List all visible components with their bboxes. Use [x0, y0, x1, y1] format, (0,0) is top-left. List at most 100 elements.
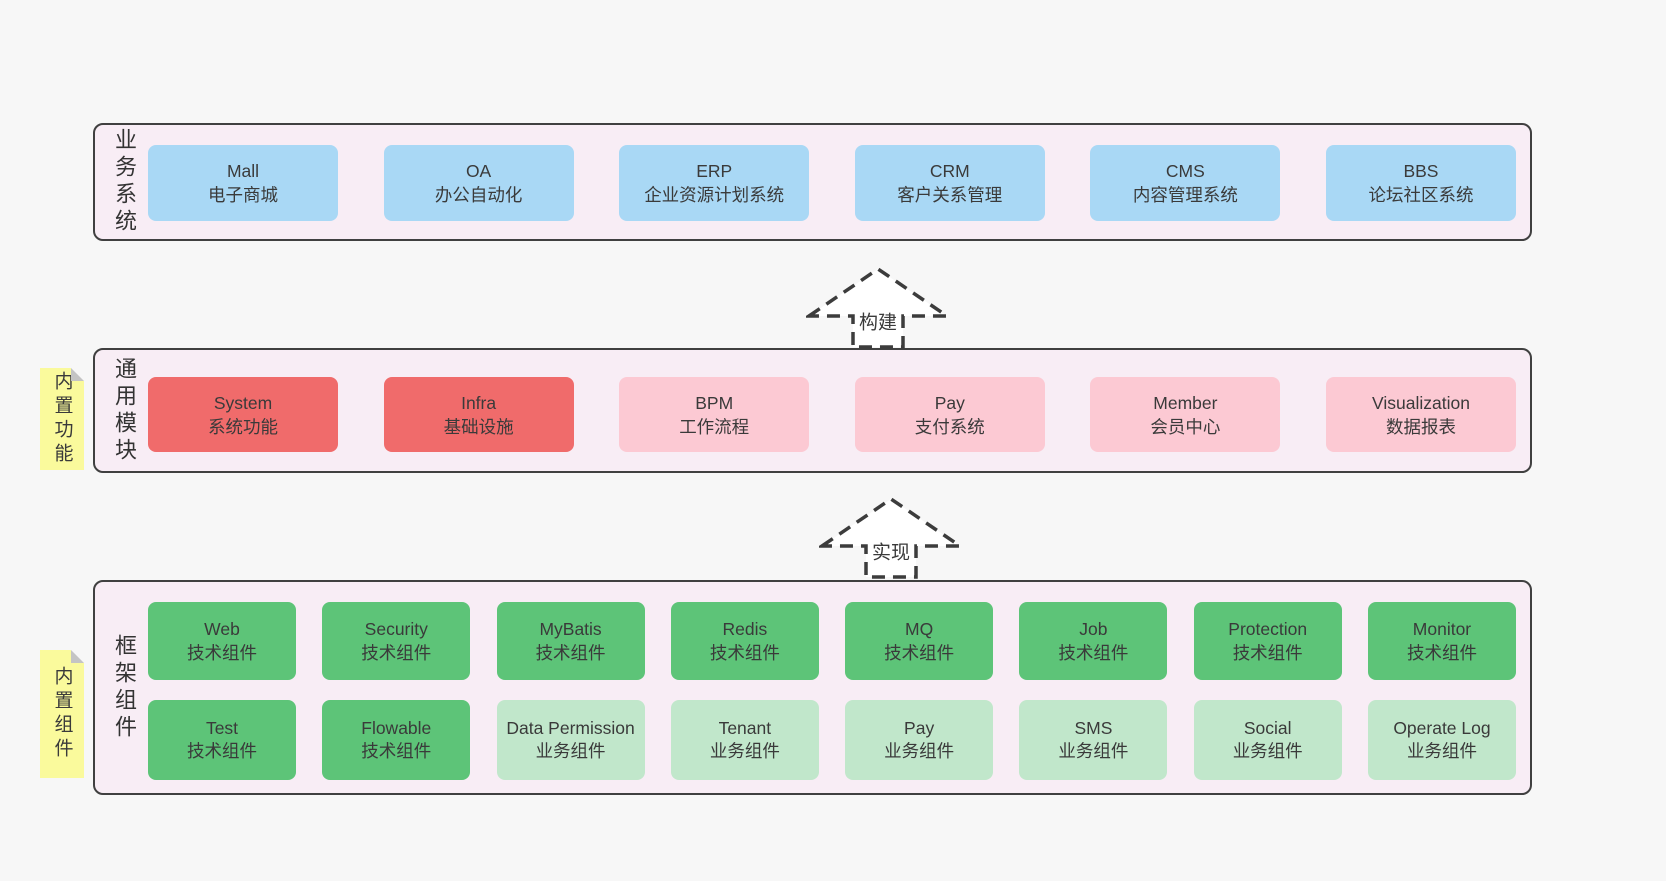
- arrow-implement-label: 实现: [868, 536, 914, 566]
- box-sms-title: SMS: [1074, 718, 1113, 738]
- box-flowable-subtitle: 技术组件: [361, 741, 432, 761]
- box-redis-title: Redis: [722, 619, 768, 639]
- box-erp: ERP 企业资源计划系统: [619, 145, 810, 221]
- box-flowable-title: Flowable: [361, 718, 432, 738]
- box-monitor: Monitor 技术组件: [1367, 602, 1516, 680]
- framework-components-row-2: Test 技术组件 Flowable 技术组件 Data Permission …: [148, 700, 1516, 780]
- box-data-permission-title: Data Permission: [506, 718, 635, 738]
- box-crm-subtitle: 客户关系管理: [897, 185, 1003, 205]
- box-bbs-title: BBS: [1403, 161, 1439, 181]
- box-monitor-subtitle: 技术组件: [1406, 643, 1477, 663]
- box-sms: SMS 业务组件: [1019, 700, 1168, 780]
- box-erp-title: ERP: [696, 161, 733, 181]
- box-cms: CMS 内容管理系统: [1090, 145, 1281, 221]
- box-monitor-title: Monitor: [1412, 619, 1472, 639]
- box-social-subtitle: 业务组件: [1232, 741, 1303, 761]
- box-oa: OA 办公自动化: [383, 145, 574, 221]
- layer-common-modules: 通用模块 System 系统功能 Infra 基础设施 BPM 工作流程 Pay…: [93, 348, 1532, 473]
- box-pay-component-title: Pay: [904, 718, 935, 738]
- box-web: Web 技术组件: [148, 602, 296, 680]
- box-infra-subtitle: 基础设施: [443, 416, 514, 437]
- box-pay-component-subtitle: 业务组件: [884, 741, 955, 761]
- box-web-title: Web: [204, 619, 240, 639]
- box-bpm-title: BPM: [695, 392, 734, 413]
- box-oa-subtitle: 办公自动化: [434, 185, 523, 205]
- box-system: System 系统功能: [148, 377, 338, 452]
- box-security-subtitle: 技术组件: [361, 643, 432, 663]
- box-protection-title: Protection: [1228, 619, 1308, 639]
- box-mq: MQ 技术组件: [845, 602, 994, 680]
- box-mybatis-subtitle: 技术组件: [535, 643, 606, 663]
- box-bpm: BPM 工作流程: [619, 377, 810, 452]
- box-operate-log: Operate Log 业务组件: [1367, 700, 1516, 780]
- box-sms-subtitle: 业务组件: [1058, 741, 1129, 761]
- box-security: Security 技术组件: [322, 602, 471, 680]
- box-member-subtitle: 会员中心: [1150, 416, 1221, 437]
- box-job: Job 技术组件: [1019, 602, 1168, 680]
- box-system-subtitle: 系统功能: [208, 416, 278, 437]
- box-job-subtitle: 技术组件: [1058, 643, 1129, 663]
- box-pay-module-title: Pay: [934, 392, 965, 413]
- box-bbs-subtitle: 论坛社区系统: [1368, 185, 1474, 205]
- box-redis: Redis 技术组件: [670, 602, 819, 680]
- box-tenant: Tenant 业务组件: [670, 700, 819, 780]
- box-mq-title: MQ: [905, 619, 934, 639]
- box-pay-module: Pay 支付系统: [854, 377, 1045, 452]
- box-system-title: System: [213, 392, 273, 413]
- box-member: Member 会员中心: [1090, 377, 1281, 452]
- box-mall-subtitle: 电子商城: [208, 185, 278, 205]
- box-pay-module-subtitle: 支付系统: [914, 416, 985, 437]
- box-web-subtitle: 技术组件: [187, 643, 257, 663]
- layer-framework-components-label: 框架组件: [112, 633, 137, 742]
- box-oa-title: OA: [465, 161, 492, 181]
- box-tenant-subtitle: 业务组件: [709, 741, 780, 761]
- sticky-built-in-components: 内置组件: [40, 650, 84, 778]
- box-erp-subtitle: 企业资源计划系统: [644, 185, 785, 205]
- box-bbs: BBS 论坛社区系统: [1325, 145, 1516, 221]
- box-visualization: Visualization 数据报表: [1325, 377, 1516, 452]
- box-data-permission-subtitle: 业务组件: [535, 741, 606, 761]
- arrow-build: 构建: [806, 266, 950, 350]
- framework-components-row-1: Web 技术组件 Security 技术组件 MyBatis 技术组件 Redi…: [148, 602, 1516, 680]
- arrow-build-label: 构建: [855, 306, 901, 336]
- box-test-subtitle: 技术组件: [187, 741, 257, 761]
- box-operate-log-subtitle: 业务组件: [1406, 741, 1477, 761]
- box-mall-title: Mall: [226, 161, 260, 181]
- box-visualization-title: Visualization: [1372, 392, 1470, 413]
- box-member-title: Member: [1153, 392, 1218, 413]
- box-crm-title: CRM: [929, 161, 970, 181]
- box-operate-log-title: Operate Log: [1393, 718, 1491, 738]
- business-systems-row: Mall 电子商城 OA 办公自动化 ERP 企业资源计划系统 CRM 客户关系…: [148, 145, 1516, 221]
- box-test-title: Test: [205, 718, 239, 738]
- box-bpm-subtitle: 工作流程: [679, 416, 750, 437]
- box-protection: Protection 技术组件: [1193, 602, 1342, 680]
- box-social: Social 业务组件: [1193, 700, 1342, 780]
- box-mall: Mall 电子商城: [148, 145, 338, 221]
- layer-business-systems-label: 业务系统: [112, 128, 137, 236]
- layer-common-modules-label: 通用模块: [112, 356, 137, 465]
- sticky-built-in-features: 内置功能: [40, 368, 84, 470]
- box-data-permission: Data Permission 业务组件: [496, 700, 645, 780]
- box-test: Test 技术组件: [148, 700, 296, 780]
- box-cms-subtitle: 内容管理系统: [1132, 185, 1238, 205]
- layer-business-systems: 业务系统 Mall 电子商城 OA 办公自动化 ERP 企业资源计划系统 CRM…: [93, 123, 1532, 241]
- box-mybatis: MyBatis 技术组件: [496, 602, 645, 680]
- sticky-built-in-components-label: 内置组件: [51, 666, 73, 762]
- box-crm: CRM 客户关系管理: [854, 145, 1045, 221]
- box-mq-subtitle: 技术组件: [884, 643, 955, 663]
- box-infra: Infra 基础设施: [383, 377, 574, 452]
- common-modules-row: System 系统功能 Infra 基础设施 BPM 工作流程 Pay 支付系统…: [148, 377, 1516, 452]
- box-flowable: Flowable 技术组件: [322, 700, 471, 780]
- sticky-built-in-features-label: 内置功能: [51, 371, 73, 467]
- box-protection-subtitle: 技术组件: [1232, 643, 1303, 663]
- arrow-implement: 实现: [819, 496, 963, 580]
- box-redis-subtitle: 技术组件: [709, 643, 780, 663]
- box-mybatis-title: MyBatis: [539, 619, 602, 639]
- box-social-title: Social: [1243, 718, 1292, 738]
- box-cms-title: CMS: [1165, 161, 1205, 181]
- box-security-title: Security: [364, 619, 428, 639]
- box-infra-title: Infra: [461, 392, 497, 413]
- box-job-title: Job: [1079, 619, 1108, 639]
- box-visualization-subtitle: 数据报表: [1385, 416, 1456, 437]
